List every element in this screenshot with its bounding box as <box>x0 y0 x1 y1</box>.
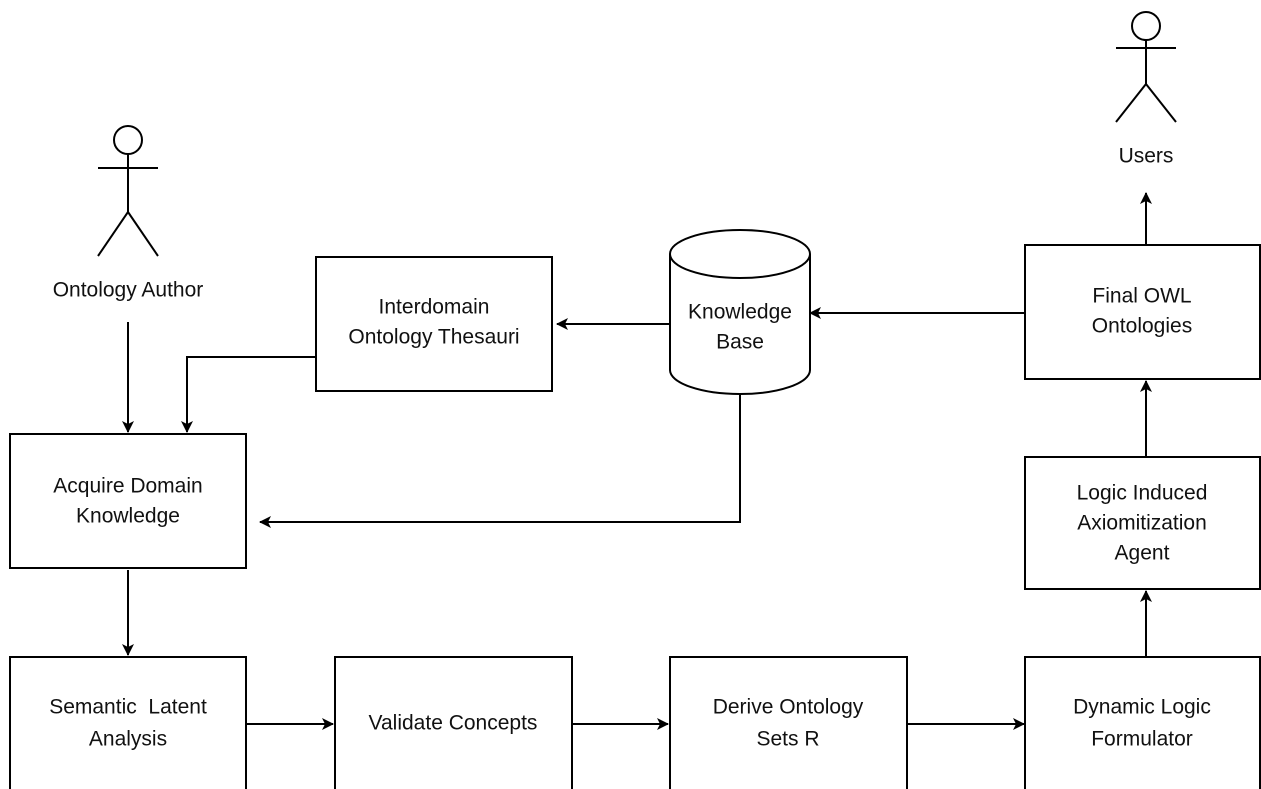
actor-users: Users <box>1115 11 1177 168</box>
node-label-line1: Semantic Latent <box>49 696 207 719</box>
actor-label-ontology-author: Ontology Author <box>53 279 204 302</box>
person-icon <box>1115 11 1177 123</box>
node-label-line2: Axiomitization <box>1077 512 1207 535</box>
actor-label-users: Users <box>1119 145 1174 168</box>
node-label-line1: Interdomain <box>379 296 490 319</box>
node-label-line1: Logic Induced <box>1077 482 1208 505</box>
node-label-line2: Base <box>716 331 764 354</box>
node-logic-induced-axiomitization-agent: Logic Induced Axiomitization Agent <box>1024 456 1261 590</box>
node-derive-ontology-sets-r: Derive Ontology Sets R <box>669 656 908 789</box>
node-label-line1: Derive Ontology <box>713 696 864 719</box>
node-validate-concepts: Validate Concepts <box>334 656 573 789</box>
node-dynamic-logic-formulator: Dynamic Logic Formulator <box>1024 656 1261 789</box>
node-semantic-latent-analysis: Semantic Latent Analysis <box>9 656 247 789</box>
node-label-line1: Knowledge <box>688 301 792 324</box>
node-label-line1: Validate Concepts <box>369 712 538 735</box>
node-acquire-domain-knowledge: Acquire Domain Knowledge <box>9 433 247 569</box>
node-label-line2: Sets R <box>756 728 819 751</box>
edges <box>122 192 1152 730</box>
node-interdomain-ontology-thesauri: Interdomain Ontology Thesauri <box>315 256 553 392</box>
edge-kb-to-acquire <box>259 394 741 528</box>
node-knowledge-base: Knowledge Base <box>669 229 811 395</box>
node-label-line3: Agent <box>1115 542 1170 565</box>
node-label-line2: Analysis <box>89 728 167 751</box>
edge-thesauri-to-acquire <box>181 356 316 433</box>
person-icon <box>97 125 159 257</box>
node-label-line2: Knowledge <box>76 505 180 528</box>
actor-ontology-author: Ontology Author <box>53 125 204 302</box>
node-label-line2: Ontologies <box>1092 315 1192 338</box>
node-label-line2: Formulator <box>1091 728 1193 751</box>
node-label-line1: Acquire Domain <box>53 475 202 498</box>
node-final-owl-ontologies: Final OWL Ontologies <box>1024 244 1261 380</box>
node-label-line2: Ontology Thesauri <box>348 326 519 349</box>
node-label-line1: Dynamic Logic <box>1073 696 1211 719</box>
node-label-line1: Final OWL <box>1092 285 1191 308</box>
